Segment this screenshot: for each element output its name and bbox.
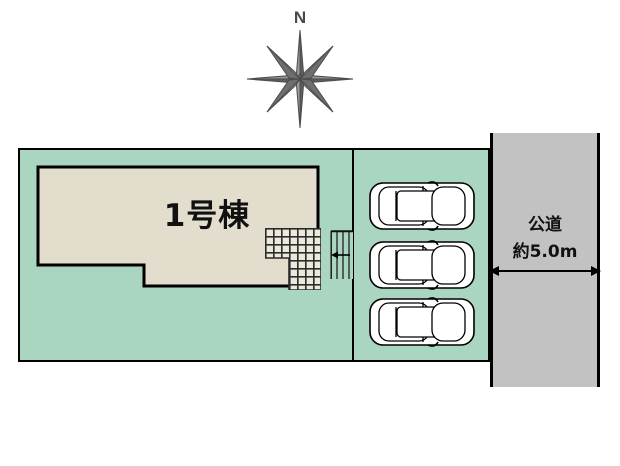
road-name-label: 公道 bbox=[528, 215, 562, 235]
road-width-dimension-arrow bbox=[488, 262, 602, 280]
compass-star-icon bbox=[245, 28, 355, 130]
car-top-view-icon bbox=[368, 296, 476, 348]
building-footprint bbox=[36, 165, 320, 288]
car-top-view-icon bbox=[368, 239, 476, 291]
property-plot: 1号棟 bbox=[18, 148, 490, 362]
entrance-gate bbox=[330, 230, 354, 280]
compass-north-label: N bbox=[293, 8, 307, 27]
car-top-view-icon bbox=[368, 180, 476, 232]
tiled-terrace bbox=[265, 228, 321, 290]
public-road bbox=[490, 133, 600, 387]
road-label-block: 公道 約5.0m bbox=[490, 212, 600, 266]
compass-rose: N bbox=[245, 8, 355, 130]
road-width-label: 約5.0m bbox=[512, 242, 578, 262]
building-label: 1号棟 bbox=[163, 198, 251, 234]
entrance-arrow-icon bbox=[331, 251, 350, 259]
